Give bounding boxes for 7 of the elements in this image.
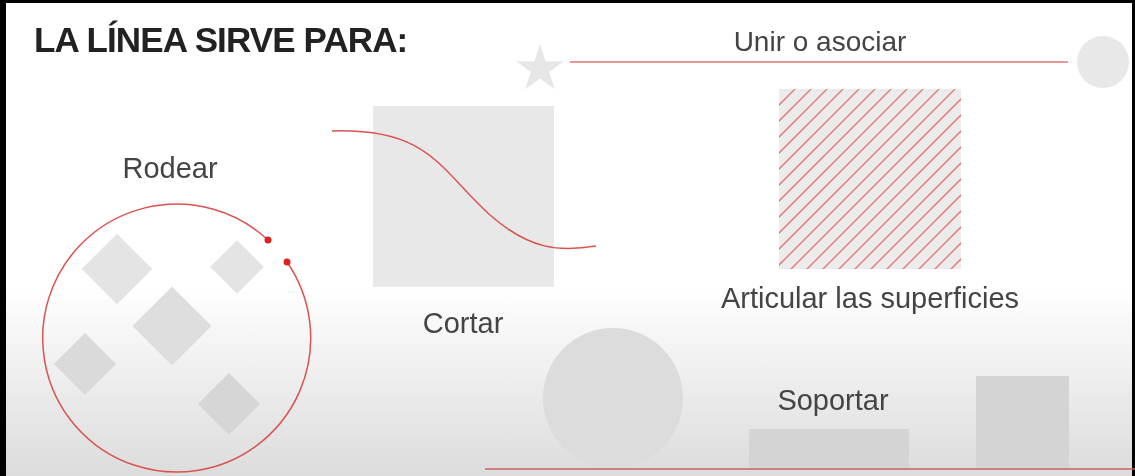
caption-text: Soportar (777, 385, 889, 415)
caption-text: Rodear (122, 153, 218, 183)
connector-line (569, 61, 1069, 63)
title: LA LÍNEA SIRVE PARA: (34, 22, 408, 57)
caption-text: Cortar (422, 308, 504, 338)
caption-text: Articular las superficies (720, 283, 1020, 313)
star-shape (516, 44, 564, 90)
